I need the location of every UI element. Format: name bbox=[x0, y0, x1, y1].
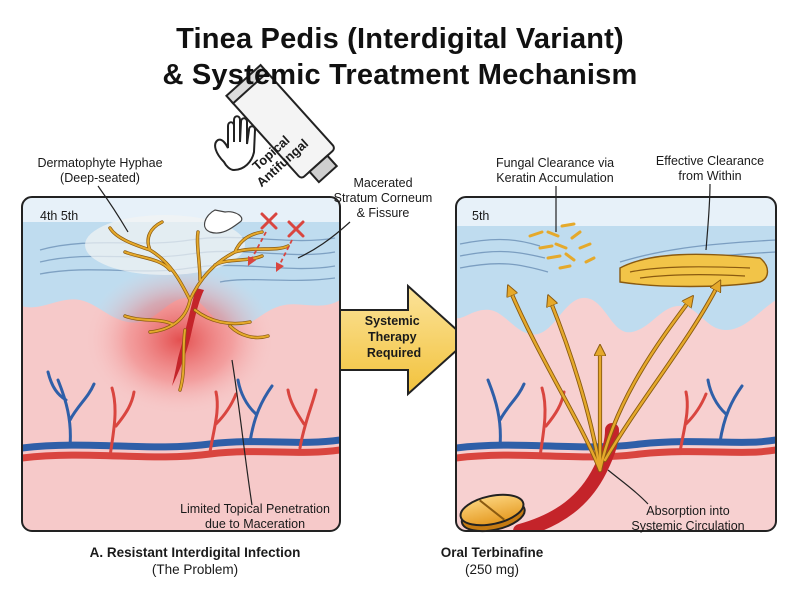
terbinafine-pill bbox=[459, 493, 526, 533]
inflammation-zone bbox=[85, 265, 275, 415]
left-leader-lines bbox=[97, 185, 351, 506]
topical-antifungal-tube bbox=[203, 63, 339, 234]
fungal-clearance-label: Fungal Clearance via Keratin Accumulatio… bbox=[495, 156, 615, 185]
systemic-therapy-arrow bbox=[339, 283, 470, 397]
stratum-corneum-right bbox=[456, 197, 776, 335]
diagram-title-line2: & Systemic Treatment Mechanism bbox=[162, 59, 638, 91]
arrow-text-line3: Required bbox=[367, 346, 421, 360]
systemic-vessel bbox=[513, 423, 619, 531]
penetration-label: Limited Topical Penetration due to Macer… bbox=[180, 502, 330, 531]
blood-vessels-right bbox=[456, 378, 776, 462]
right-digit-label: 5th bbox=[472, 209, 489, 223]
diagram-title-line1: Tinea Pedis (Interdigital Variant) bbox=[176, 23, 624, 55]
absorption-label: Absorption into Systemic Circulation bbox=[631, 504, 745, 533]
svg-text:Systemic Therapy Requi: Systemic Therapy Required bbox=[365, 314, 423, 360]
left-caption-title: A. Resistant Interdigital Infection bbox=[89, 545, 301, 560]
blocked-arrows bbox=[247, 231, 293, 273]
left-caption: A. Resistant Interdigital Infection (The… bbox=[60, 544, 330, 578]
blood-vessels bbox=[22, 370, 340, 462]
pill-title: Oral Terbinafine bbox=[440, 545, 544, 560]
left-skin-panel bbox=[21, 196, 341, 532]
right-skin-panel bbox=[455, 196, 777, 532]
blocked-penetration-marks bbox=[260, 212, 305, 238]
maceration-patch bbox=[85, 215, 245, 275]
left-caption-sub: (The Problem) bbox=[151, 562, 239, 577]
drug-flow-arrows bbox=[510, 285, 718, 472]
arrow-text-line1: Systemic bbox=[365, 314, 420, 328]
arrow-text-line2: Therapy bbox=[368, 330, 417, 344]
macerated-label: Macerated Stratum Corneum & Fissure bbox=[333, 176, 433, 220]
hand-icon bbox=[214, 115, 257, 172]
pill-dose: (250 mg) bbox=[464, 562, 520, 577]
cream-blob bbox=[203, 209, 243, 234]
left-digit-label: 4th 5th bbox=[40, 209, 78, 223]
effective-clearance-label: Effective Clearance from Within bbox=[655, 154, 765, 183]
keratin-accumulation bbox=[619, 253, 769, 288]
right-leader-lines bbox=[555, 183, 711, 505]
hyphae-label: Dermatophyte Hyphae (Deep-seated) bbox=[37, 156, 163, 185]
pill-caption: Oral Terbinafine (250 mg) bbox=[412, 544, 572, 578]
fragmented-hyphae bbox=[528, 222, 596, 270]
